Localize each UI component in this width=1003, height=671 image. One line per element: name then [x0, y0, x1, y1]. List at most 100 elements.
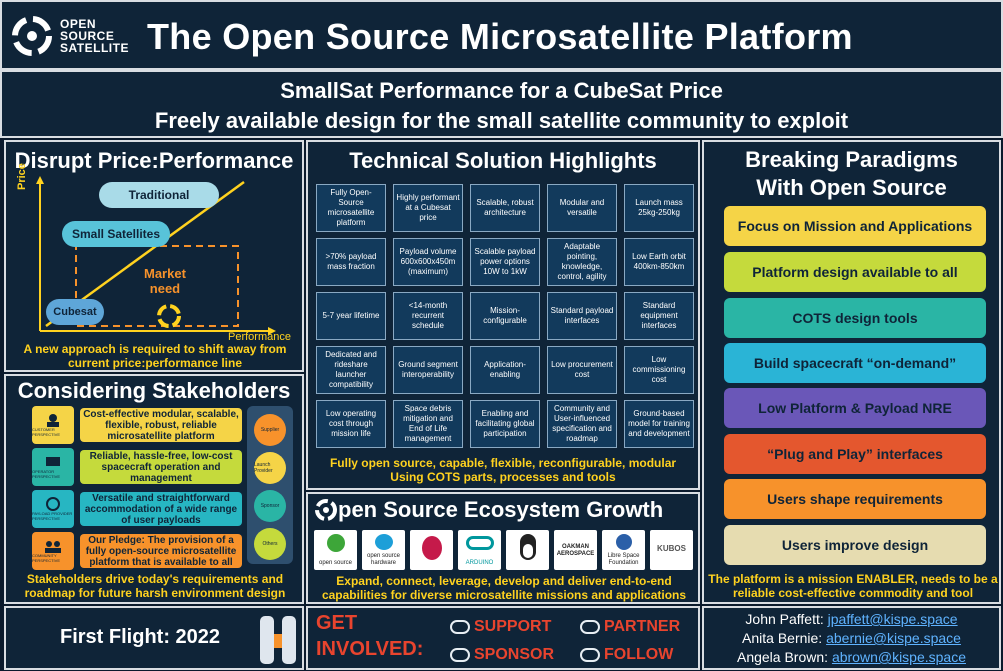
- perspective-label: COMMUNITY PERSPECTIVE: [32, 553, 61, 563]
- paradigms-panel: Breaking Paradigms With Open Source Focu…: [702, 140, 1001, 604]
- arduino-logo: ARDUINO: [458, 530, 501, 570]
- logo-caption: OAKMAN AEROSPACE: [556, 544, 595, 557]
- logo-line: SOURCE: [60, 29, 115, 43]
- contacts-panel: John Paffett: jpaffett@kispe.space Anita…: [702, 606, 1001, 670]
- tech-cell: >70% payload mass fraction: [316, 238, 386, 286]
- market-need-label: Market need: [144, 266, 186, 296]
- tech-cell: Low procurement cost: [547, 346, 617, 394]
- tech-title: Technical Solution Highlights: [349, 148, 657, 173]
- tech-footer-line2: Using COTS parts, processes and tools: [390, 470, 616, 484]
- side-label: Supplier: [260, 427, 280, 433]
- satellite-solar-panel-icon: [260, 616, 296, 664]
- tech-cell: Highly performant at a Cubesat price: [393, 184, 463, 232]
- libre-space-foundation-logo: Libre Space Foundation: [602, 530, 645, 570]
- subheader-line1: SmallSat Performance for a CubeSat Price: [280, 78, 723, 103]
- side-label: Sponsor: [260, 503, 280, 509]
- stakeholder-text: Our Pledge: The provision of a fully ope…: [80, 534, 242, 568]
- stakeholders-panel: Considering Stakeholders CUSTOMER PERSPE…: [4, 374, 304, 604]
- logo-caption: open source: [318, 560, 353, 566]
- paradigm-item: “Plug and Play” interfaces: [724, 434, 986, 474]
- paradigm-item: Build spacecraft “on-demand”: [724, 343, 986, 383]
- logo-caption: open source hardware: [366, 553, 401, 566]
- linux-logo: [506, 530, 549, 570]
- y-axis-label: Price: [16, 163, 28, 190]
- perspective-label: CUSTOMER PERSPECTIVE: [32, 427, 61, 437]
- handshake-icon: [580, 648, 600, 662]
- small-satellites-label: Small Satellites: [71, 227, 161, 241]
- ecosystem-logos: open source open source hardware ARDUINO…: [314, 530, 693, 570]
- tech-cell: Enabling and facilitating global partici…: [470, 400, 540, 448]
- contact-row: Angela Brown: abrown@kispe.space: [704, 648, 999, 667]
- operator-perspective-icon: OPERATOR PERSPECTIVE: [32, 448, 74, 486]
- support-link[interactable]: SUPPORT: [450, 618, 551, 636]
- raspberry-pi-logo: [410, 530, 453, 570]
- subheader-line2: Freely available design for the small sa…: [154, 108, 849, 133]
- stakeholder-text: Cost-effective modular, scalable, flexib…: [80, 408, 242, 442]
- logo-caption: Libre Space Foundation: [607, 553, 640, 566]
- header: OPEN SOURCE SATELLITE The Open Source Mi…: [0, 0, 1003, 70]
- tech-cell: Fully Open-Source microsatellite platfor…: [316, 184, 386, 232]
- ecosystem-title: pen Source Ecosystem Growth: [338, 497, 664, 522]
- contact-name: Angela Brown:: [736, 649, 829, 665]
- contact-row: Anita Bernie: abernie@kispe.space: [704, 629, 999, 648]
- tech-footer: Fully open source, capable, flexible, re…: [308, 456, 698, 484]
- payload-provider-perspective-icon: PAYLOAD PROVIDER PERSPECTIVE: [32, 490, 74, 528]
- partner-label: PARTNER: [604, 618, 681, 635]
- stakeholder-row: COMMUNITY PERSPECTIVE Our Pledge: The pr…: [32, 532, 242, 570]
- traditional-bubble: [99, 182, 219, 208]
- logo-caption: KUBOS: [657, 544, 686, 553]
- cubesat-bubble: [46, 299, 104, 325]
- stakeholders-footer: Stakeholders drive today's requirements …: [24, 572, 286, 600]
- sponsor-link[interactable]: SPONSOR: [450, 646, 554, 664]
- market-need-line1: Market: [144, 266, 186, 281]
- logo: OPEN SOURCE SATELLITE: [12, 16, 129, 56]
- price-performance-graph: [36, 176, 276, 335]
- tech-cell: Low commissioning cost: [624, 346, 694, 394]
- tech-grid: Fully Open-Source microsatellite platfor…: [316, 184, 694, 448]
- open-source-hardware-logo: open source hardware: [362, 530, 405, 570]
- tech-cell: Space debris mitigation and End of Life …: [393, 400, 463, 448]
- follow-label: FOLLOW: [604, 646, 674, 663]
- x-axis-label: Performance: [228, 331, 291, 343]
- paradigm-item: Users improve design: [724, 525, 986, 565]
- support-label: SUPPORT: [474, 618, 552, 635]
- market-need-line2: need: [149, 281, 181, 296]
- tech-cell: Dedicated and rideshare launcher compati…: [316, 346, 386, 394]
- tech-panel: Technical Solution Highlights Fully Open…: [306, 140, 700, 490]
- contact-email-link[interactable]: jpaffett@kispe.space: [827, 611, 958, 627]
- paradigm-item: Users shape requirements: [724, 479, 986, 519]
- stakeholder-text: Versatile and straightforward accommodat…: [80, 492, 242, 526]
- contact-email-link[interactable]: abrown@kispe.space: [831, 649, 966, 665]
- paradigm-item: Low Platform & Payload NRE: [724, 388, 986, 428]
- contact-email-link[interactable]: abernie@kispe.space: [826, 630, 961, 646]
- paradigm-item: Platform design available to all: [724, 252, 986, 292]
- first-flight-label: First Flight: 2022: [60, 626, 221, 648]
- x-axis-arrow: [268, 327, 276, 335]
- stakeholder-side-column: Supplier Launch Provider Sponsor Others: [247, 406, 293, 564]
- tech-footer-line1: Fully open source, capable, flexible, re…: [329, 456, 677, 470]
- launch-provider-circle: Launch Provider: [254, 452, 286, 484]
- market-need-logo-icon: [157, 304, 181, 328]
- kubos-logo: KUBOS: [650, 530, 693, 570]
- follow-link[interactable]: FOLLOW: [580, 646, 673, 664]
- ecosystem-footer: Expand, connect, leverage, develop and d…: [321, 574, 687, 602]
- paradigms-footer: The platform is a mission ENABLER, needs…: [708, 572, 998, 600]
- ecosystem-panel: pen Source Ecosystem Growth open source …: [306, 492, 700, 604]
- tech-cell: Mission-configurable: [470, 292, 540, 340]
- paradigm-item: COTS design tools: [724, 298, 986, 338]
- tech-cell: Low operating cost through mission life: [316, 400, 386, 448]
- get-involved-panel: GET INVOLVED: SUPPORT PARTNER SPONSOR FO…: [306, 606, 700, 670]
- traditional-label: Traditional: [128, 188, 190, 202]
- disrupt-footer: A new approach is required to shift away…: [23, 342, 287, 370]
- tech-cell: Application-enabling: [470, 346, 540, 394]
- handshake-icon: [450, 620, 470, 634]
- paradigms-title-line1: Breaking Paradigms: [745, 147, 958, 172]
- logo-caption: ARDUINO: [465, 560, 494, 566]
- tech-cell: Scalable, robust architecture: [470, 184, 540, 232]
- sponsor-label: SPONSOR: [474, 646, 555, 663]
- partner-link[interactable]: PARTNER: [580, 618, 680, 636]
- others-circle: Others: [254, 528, 286, 560]
- stakeholder-text: Reliable, hassle-free, low-cost spacecra…: [80, 450, 242, 484]
- tech-cell: Ground-based model for training and deve…: [624, 400, 694, 448]
- contact-name: Anita Bernie:: [742, 630, 823, 646]
